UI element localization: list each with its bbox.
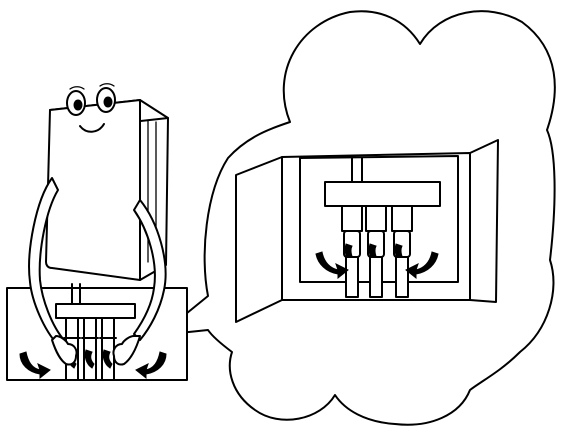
compartment-zoom-view xyxy=(236,140,498,322)
pipe-left xyxy=(342,206,362,297)
left-door xyxy=(236,157,282,322)
pipe-right xyxy=(392,206,412,297)
manifold-bar xyxy=(325,182,440,206)
pipe-middle xyxy=(366,206,386,297)
right-door xyxy=(470,140,498,302)
heater-front xyxy=(46,100,140,280)
